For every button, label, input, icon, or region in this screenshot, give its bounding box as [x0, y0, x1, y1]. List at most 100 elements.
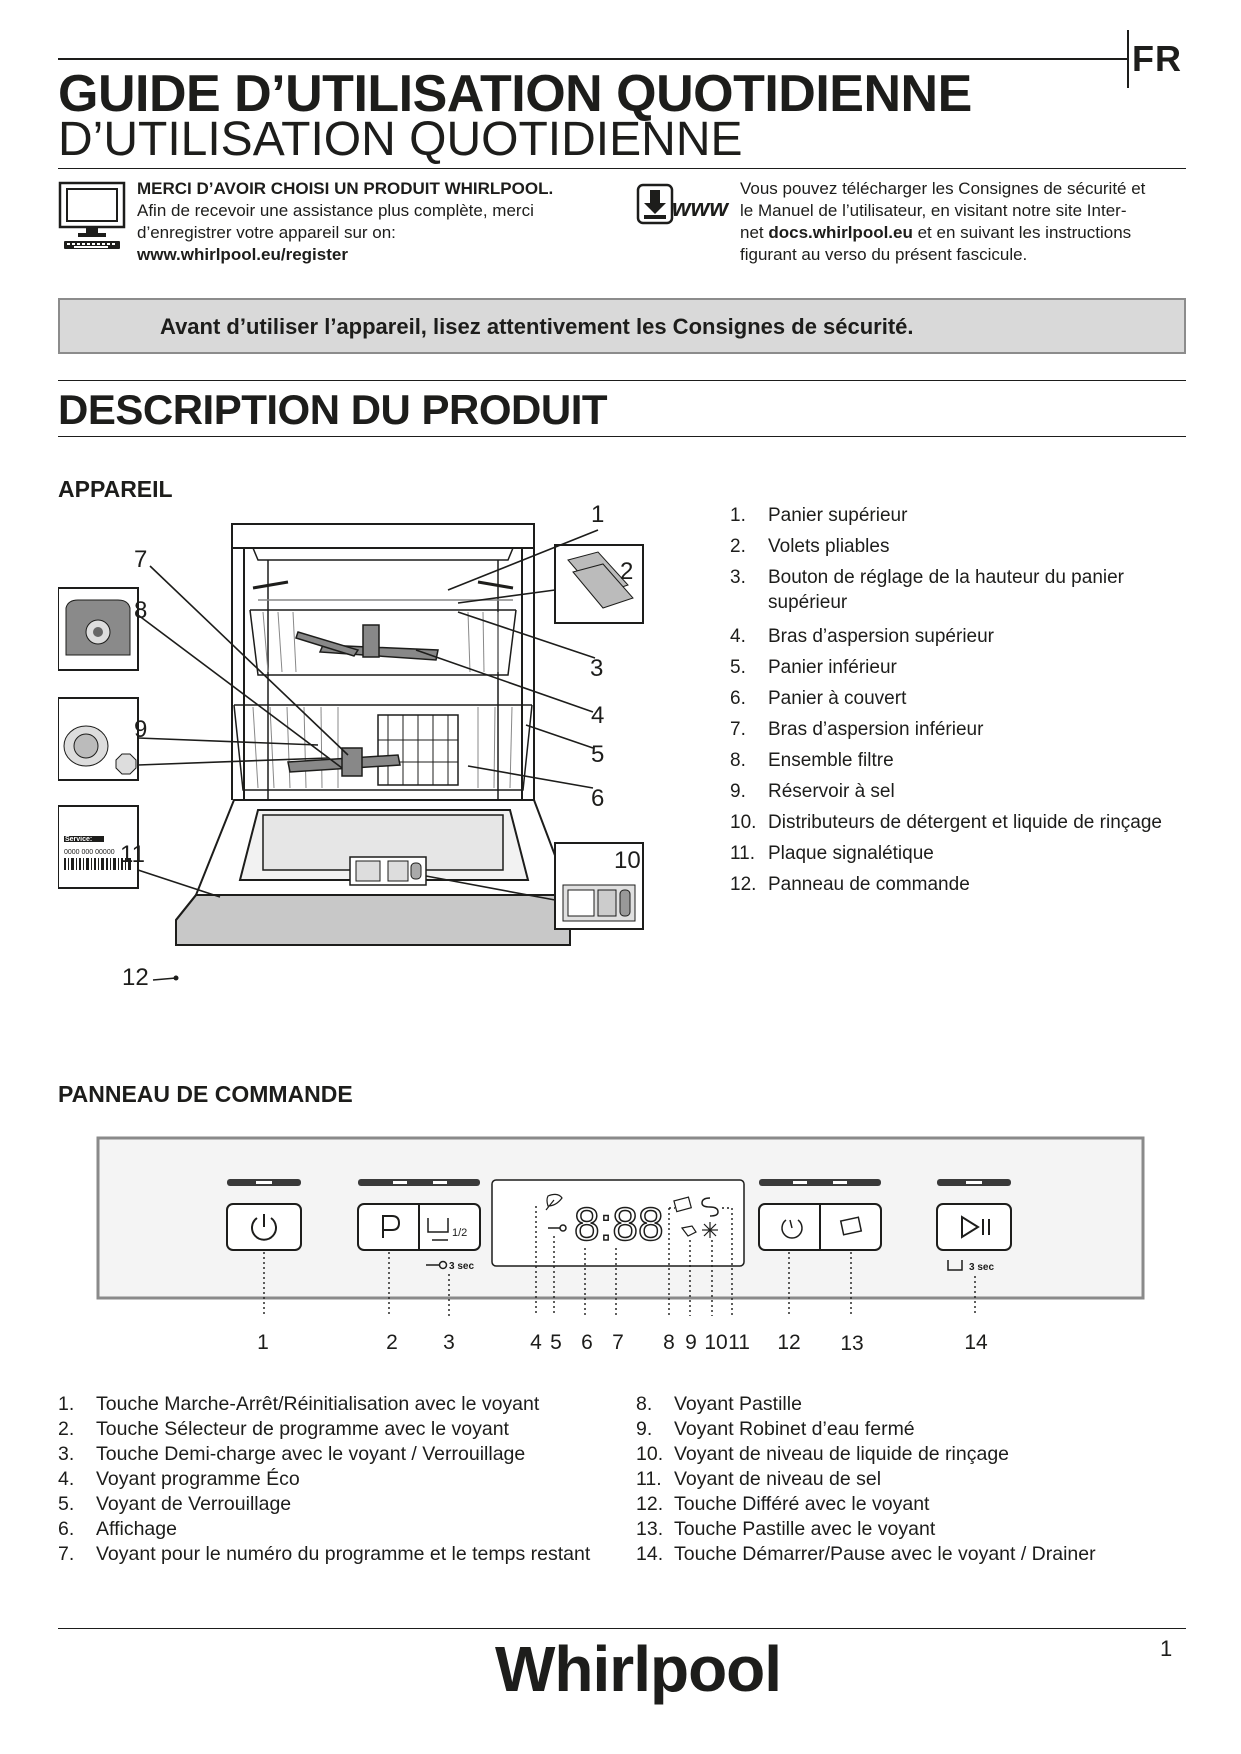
delay-tablet-buttons[interactable] [758, 1203, 882, 1251]
safety-warning-box: Avant d’utiliser l’appareil, lisez atten… [58, 298, 1186, 354]
panel-callout-9: 9 [685, 1331, 697, 1354]
panel-callout-7: 7 [612, 1331, 624, 1354]
control-legend-left: 1.Touche Marche-Arrêt/Réinitialisation a… [58, 1392, 618, 1567]
panel-callout-11: 11 [728, 1331, 750, 1354]
header-top-rule [58, 58, 1128, 60]
list-item: 9.Voyant Robinet d’eau fermé [636, 1418, 915, 1440]
list-item: 11.Plaque signalétique [730, 843, 934, 864]
panel-callout-3: 3 [443, 1331, 455, 1354]
list-item: 11.Voyant de niveau de sel [636, 1468, 882, 1490]
list-item: 4.Bras d’aspersion supérieur [730, 626, 995, 647]
list-item: 14.Touche Démarrer/Pause avec le voyant … [636, 1543, 1096, 1565]
list-item: 1.Touche Marche-Arrêt/Réinitialisation a… [58, 1393, 540, 1415]
panel-callout-8: 8 [663, 1331, 675, 1354]
salt-icon [701, 1197, 719, 1217]
list-item: 8.Voyant Pastille [636, 1393, 802, 1415]
time-display: 8:88 [574, 1198, 664, 1250]
language-code: FR [1132, 38, 1182, 79]
www-label: www [672, 195, 729, 222]
docs-line-1: Vous pouvez télécharger les Consignes de… [740, 179, 1146, 198]
lock-hold-label: 3 sec [449, 1261, 474, 1272]
appliance-callout-1: 1 [591, 501, 604, 528]
registration-info: MERCI D’AVOIR CHOISI UN PRODUIT WHIRLPOO… [137, 178, 587, 266]
docs-line-3-pre: net [740, 223, 769, 242]
safety-warning-text: Avant d’utiliser l’appareil, lisez atten… [160, 314, 914, 339]
registration-link[interactable]: www.whirlpool.eu/register [137, 245, 348, 264]
download-www-icon: www [636, 183, 731, 232]
list-item: 6.Panier à couvert [730, 688, 907, 709]
list-item: 12.Touche Différé avec le voyant [636, 1493, 930, 1515]
appliance-callout-3: 3 [590, 655, 603, 682]
power-button[interactable] [226, 1203, 302, 1251]
list-item: 8.Ensemble filtre [730, 750, 894, 771]
language-divider [1127, 30, 1129, 88]
panel-callout-1: 1 [257, 1331, 269, 1354]
panel-callout-13: 13 [840, 1332, 863, 1355]
tablet-icon [673, 1196, 693, 1213]
panel-callout-12: 12 [777, 1331, 800, 1354]
docs-line-3-post: et en suivant les instructions [912, 223, 1132, 242]
header-bottom-rule [58, 168, 1186, 169]
section-title: DESCRIPTION DU PRODUIT [58, 386, 608, 433]
list-item: 7.Bras d’aspersion inférieur [730, 719, 984, 740]
list-item: 2.Volets pliables [730, 536, 890, 557]
lock-hint-icon: 3 sec [426, 1260, 474, 1272]
section-top-rule [58, 380, 1186, 381]
water-tap-icon [680, 1225, 697, 1237]
parts-list: 1.Panier supérieur 2.Volets pliables 3.B… [730, 500, 1200, 900]
panel-callout-2: 2 [386, 1331, 398, 1354]
registration-line-1: Afin de recevoir une assistance plus com… [137, 201, 534, 220]
appliance-callout-5: 5 [591, 741, 604, 768]
whirlpool-logo: Whirlpool [495, 1633, 782, 1705]
list-item: 4.Voyant programme Éco [58, 1468, 300, 1490]
control-legend-right: 8.Voyant Pastille 9.Voyant Robinet d’eau… [636, 1392, 1196, 1567]
page-subtitle: D’UTILISATION QUOTIDIENNE [58, 113, 743, 166]
panel-callout-5: 5 [550, 1331, 562, 1354]
computer-icon [58, 181, 128, 256]
footer-rule [58, 1628, 1186, 1629]
list-item: 12.Panneau de commande [730, 874, 970, 895]
start-pause-button[interactable] [936, 1203, 1012, 1251]
docs-line-4: figurant au verso du présent fascicule. [740, 245, 1028, 264]
control-panel-illustration: 1/2 3 sec 8:88 3 sec [96, 1136, 1151, 1361]
rating-plate-number: 0000 000 00000 [64, 849, 115, 856]
page-number: 1 [1160, 1636, 1173, 1661]
docs-line-2: le Manuel de l’utilisateur, en visitant … [740, 201, 1127, 220]
drain-hold-label: 3 sec [969, 1262, 994, 1273]
list-item: 5.Voyant de Verrouillage [58, 1493, 292, 1515]
list-item: 2.Touche Sélecteur de programme avec le … [58, 1418, 509, 1440]
page-title: GUIDE D’UTILISATION QUOTIDIENNE [58, 65, 972, 123]
list-item: 13.Touche Pastille avec le voyant [636, 1518, 936, 1540]
list-item: 10.Voyant de niveau de liquide de rinçag… [636, 1443, 1010, 1465]
dishwasher-illustration: Service: 0000 000 00000 1 2 3 4 5 6 [57, 500, 658, 1005]
appliance-callout-12: 12 [122, 964, 149, 991]
program-half-load-buttons[interactable]: 1/2 [357, 1203, 481, 1251]
appliance-callout-7: 7 [134, 546, 147, 573]
list-item: 10.Distributeurs de détergent et liquide… [730, 812, 1162, 833]
appliance-callout-9: 9 [134, 716, 147, 743]
list-item: 7.Voyant pour le numéro du programme et … [58, 1543, 591, 1565]
list-item: 1.Panier supérieur [730, 505, 908, 526]
appliance-callout-2: 2 [620, 558, 633, 585]
list-item: 5.Panier inférieur [730, 657, 897, 678]
panel-callout-10: 10 [704, 1331, 727, 1354]
appliance-callout-10: 10 [614, 847, 641, 874]
panel-callout-14: 14 [964, 1331, 988, 1354]
eco-leaf-icon [545, 1193, 563, 1211]
panel-callout-4: 4 [530, 1331, 542, 1354]
docs-link[interactable]: docs.whirlpool.eu [768, 223, 913, 242]
rating-plate-service-label: Service: [65, 836, 92, 843]
appliance-callout-11: 11 [120, 841, 145, 868]
thank-you-heading: MERCI D’AVOIR CHOISI UN PRODUIT WHIRLPOO… [137, 179, 554, 198]
registration-line-2: d’enregistrer votre appareil sur on: [137, 223, 396, 242]
appliance-callout-6: 6 [591, 785, 604, 812]
section-bottom-rule [58, 436, 1186, 437]
rinse-aid-icon [702, 1222, 718, 1238]
list-item: 9.Réservoir à sel [730, 781, 895, 802]
list-item: 6.Affichage [58, 1518, 177, 1540]
list-item: 3.Bouton de réglage de la hauteur du pan… [730, 567, 1124, 613]
half-load-label: 1/2 [452, 1227, 467, 1239]
appliance-callout-4: 4 [591, 702, 604, 729]
documentation-info: Vous pouvez télécharger les Consignes de… [740, 178, 1185, 266]
display-panel: 8:88 [491, 1179, 745, 1267]
